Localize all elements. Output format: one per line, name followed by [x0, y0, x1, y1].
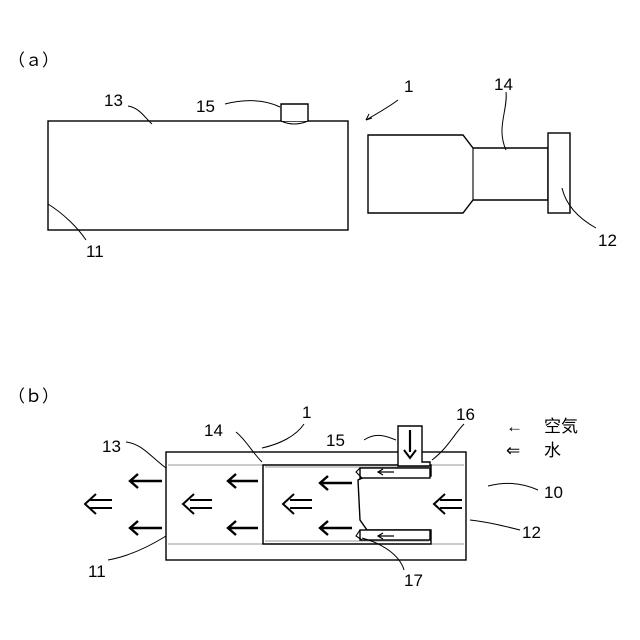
- legend-water-symbol: ⇐: [506, 441, 520, 460]
- label-16-b: 16: [456, 405, 475, 424]
- label-11-b: 11: [88, 562, 106, 581]
- leader-13-b: [126, 442, 166, 468]
- cap-15: [281, 104, 308, 121]
- label-17-b: 17: [404, 571, 423, 590]
- label-12-b: 12: [522, 523, 541, 542]
- label-15-a: 15: [196, 97, 215, 116]
- air-channel-top: [360, 468, 430, 478]
- air-channel-bottom: [360, 530, 430, 540]
- panel-a: （ａ） 13 15 1 14 11 12: [8, 51, 617, 261]
- legend-air-symbol: ←: [506, 417, 523, 436]
- leader-15: [225, 101, 280, 107]
- leader-10-b: [488, 483, 538, 490]
- nozzle-body-1: [368, 135, 548, 213]
- label-11-a: 11: [86, 242, 104, 261]
- label-15-b: 15: [326, 431, 345, 450]
- container-13: [48, 121, 348, 230]
- leader-14: [502, 92, 506, 150]
- leader-15-b: [364, 435, 396, 440]
- label-10-b: 10: [544, 483, 563, 502]
- legend-air-label: 空気: [544, 417, 578, 436]
- label-14-b: 14: [204, 421, 223, 440]
- label-13-b: 13: [102, 437, 121, 456]
- leader-1: [366, 100, 398, 120]
- label-13-a: 13: [104, 91, 123, 110]
- label-1-b: 1: [302, 403, 311, 422]
- panel-b: （ｂ）: [8, 387, 578, 590]
- leader-12-b: [470, 520, 520, 530]
- panel-b-caption: （ｂ）: [8, 387, 59, 406]
- leader-1-b: [262, 424, 304, 448]
- label-14-a: 14: [494, 75, 513, 94]
- legend: ← 空気 ⇐ 水: [506, 417, 578, 460]
- leader-11-b: [108, 536, 166, 560]
- panel-a-caption: （ａ）: [8, 51, 59, 70]
- label-1-a: 1: [404, 77, 413, 96]
- label-12-a: 12: [598, 231, 617, 250]
- legend-water-label: 水: [544, 441, 561, 460]
